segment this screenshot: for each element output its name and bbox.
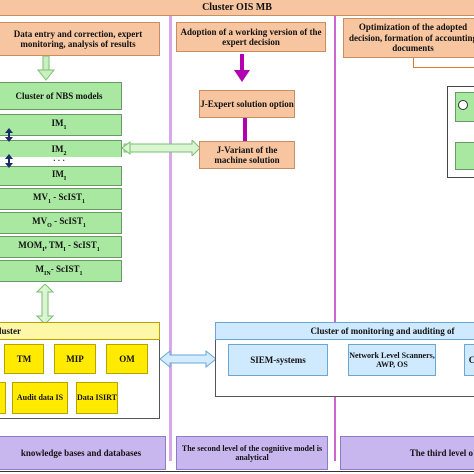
level-third: The third level o bbox=[340, 436, 474, 470]
arrow-header-to-expert bbox=[234, 54, 250, 82]
column-3-header: Optimization of the adopted decision, fo… bbox=[343, 18, 474, 58]
monitoring-scanners: Network Level Scanners, AWP, OS bbox=[348, 344, 436, 376]
nbs-model-row: IMI bbox=[0, 166, 122, 186]
data-item-partial bbox=[0, 382, 6, 414]
data-item-audit: Audit data IS bbox=[12, 382, 68, 414]
nbs-model-label: IM1 bbox=[51, 118, 67, 131]
monitoring-partial: C bbox=[464, 344, 474, 376]
column-2-header: Adoption of a working version of the exp… bbox=[176, 22, 326, 52]
nbs-model-row: · · · bbox=[0, 156, 122, 166]
j-variant-box: J-Variant of the machine solution bbox=[199, 141, 295, 169]
arrow-nbs-to-data bbox=[36, 284, 54, 324]
level-first: knowledge bases and databases bbox=[0, 436, 166, 470]
column-1-header: Data entry and correction, expert monito… bbox=[0, 22, 160, 56]
column-divider-2 bbox=[334, 16, 336, 461]
nbs-model-label: MVO - ScIST1 bbox=[32, 216, 86, 229]
expert-connector bbox=[243, 118, 247, 142]
nbs-cluster-title: Cluster of NBS models bbox=[0, 82, 122, 110]
monitoring-cluster-title: Cluster of monitoring and auditing of bbox=[215, 322, 474, 340]
arrow-header-to-nbs bbox=[36, 56, 56, 81]
nbs-model-label: IMI bbox=[51, 169, 67, 182]
data-cluster-title: luster bbox=[0, 322, 160, 340]
nbs-model-row: MOMI, TMI - ScIST1 bbox=[0, 236, 122, 258]
arrow-data-to-monitoring bbox=[160, 350, 216, 368]
data-item-isirt: Data ISIRT bbox=[76, 382, 118, 414]
data-item-mip: MIP bbox=[54, 344, 96, 374]
arrow-nbs-to-variant bbox=[122, 140, 200, 156]
nbs-model-label: MOMI, TMI - ScIST1 bbox=[18, 240, 100, 253]
double-arrow-icon bbox=[5, 154, 13, 168]
nbs-model-row: MVO - ScIST1 bbox=[0, 212, 122, 234]
level-second: The second level of the cognitive model … bbox=[176, 436, 328, 470]
diagram-title: Cluster OIS MB bbox=[0, 0, 474, 16]
column-3-bracket bbox=[413, 58, 474, 68]
column-divider-1 bbox=[169, 16, 172, 461]
nbs-model-label: · · · bbox=[52, 156, 65, 166]
nbs-model-row: MV1 - ScIST1 bbox=[0, 188, 122, 210]
nbs-model-label: MV1 - ScIST1 bbox=[32, 192, 85, 205]
diagram-title-text: Cluster OIS MB bbox=[202, 1, 272, 13]
double-arrow-icon bbox=[5, 128, 13, 142]
j-expert-box: J-Expert solution option bbox=[199, 90, 295, 118]
monitoring-siem: SIEM-systems bbox=[228, 344, 328, 376]
col3-green-box-2 bbox=[455, 142, 474, 170]
col3-circle-icon bbox=[458, 100, 468, 110]
nbs-model-row: IM1 bbox=[0, 114, 122, 136]
nbs-model-label: MIN- ScIST1 bbox=[35, 264, 83, 277]
nbs-model-row: MIN- ScIST1 bbox=[0, 260, 122, 282]
data-item-om: OM bbox=[106, 344, 148, 374]
nbs-model-label: IM2 bbox=[51, 144, 67, 157]
data-item-tm: TM bbox=[4, 344, 44, 374]
